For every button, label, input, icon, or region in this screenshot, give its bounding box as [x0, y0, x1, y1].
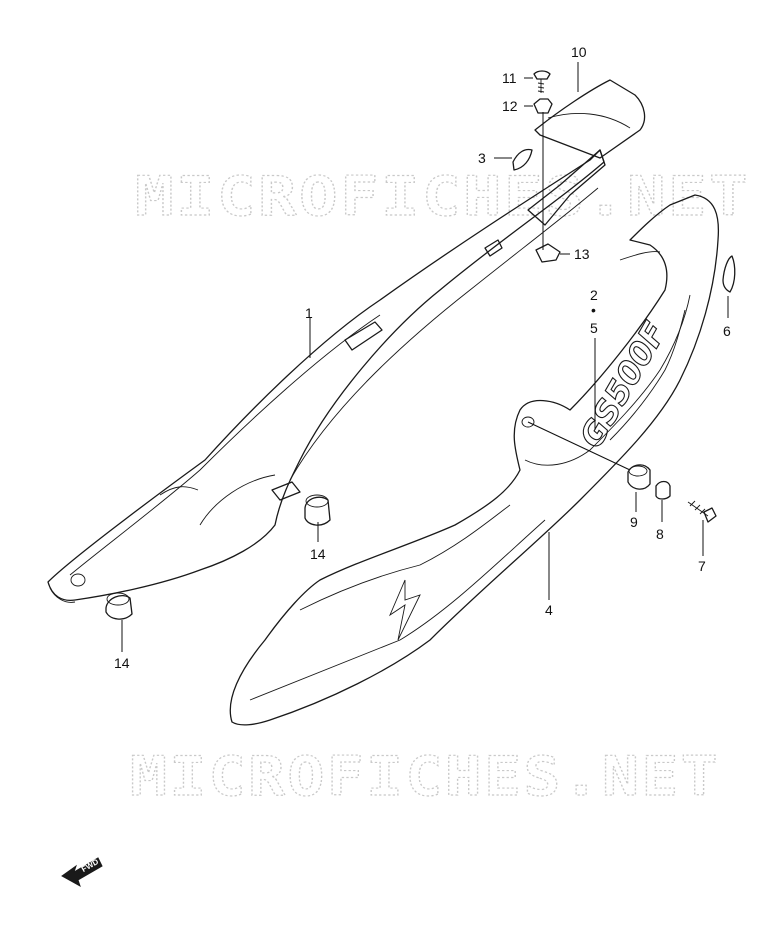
grommet-14-upper [304, 494, 331, 526]
tail-bridge [527, 79, 646, 226]
callout-7: 7 [698, 558, 706, 574]
callout-12: 12 [502, 98, 518, 114]
callout-2-dot: • [591, 302, 596, 318]
frame-cover-right [229, 194, 720, 726]
clip-13 [535, 243, 561, 263]
callout-6: 6 [723, 323, 731, 339]
callout-11: 11 [502, 70, 517, 86]
leader-lines [121, 62, 729, 652]
bolt-7 [687, 500, 717, 523]
callout-5: 5 [590, 320, 598, 336]
callout-14-upper: 14 [310, 546, 326, 562]
callout-14-lower: 14 [114, 655, 130, 671]
screw-11 [533, 70, 551, 93]
clip-6 [722, 255, 736, 293]
spacer-8 [655, 480, 671, 500]
frame-cover-left [47, 149, 605, 603]
callout-9: 9 [630, 514, 638, 530]
callout-1: 1 [305, 305, 313, 321]
callout-2: 2 [590, 287, 598, 303]
clip-3 [512, 148, 533, 171]
grommet-9 [627, 464, 651, 490]
grommet-14-lower [105, 592, 133, 620]
callout-10: 10 [571, 44, 587, 60]
callout-13: 13 [574, 246, 590, 262]
fwd-arrow-icon: FWD [61, 857, 103, 888]
watermark-top: MICROFICHES.NET [135, 165, 750, 228]
callout-8: 8 [656, 526, 664, 542]
callout-4: 4 [545, 602, 553, 618]
decal-text: GS500F [572, 315, 674, 454]
callout-3: 3 [478, 150, 486, 166]
nut-12 [533, 98, 553, 114]
watermark-bottom: MICROFICHES.NET [130, 745, 720, 808]
callouts: 1 2 • 3 4 5 6 7 8 9 10 11 12 13 14 14 [114, 44, 731, 671]
